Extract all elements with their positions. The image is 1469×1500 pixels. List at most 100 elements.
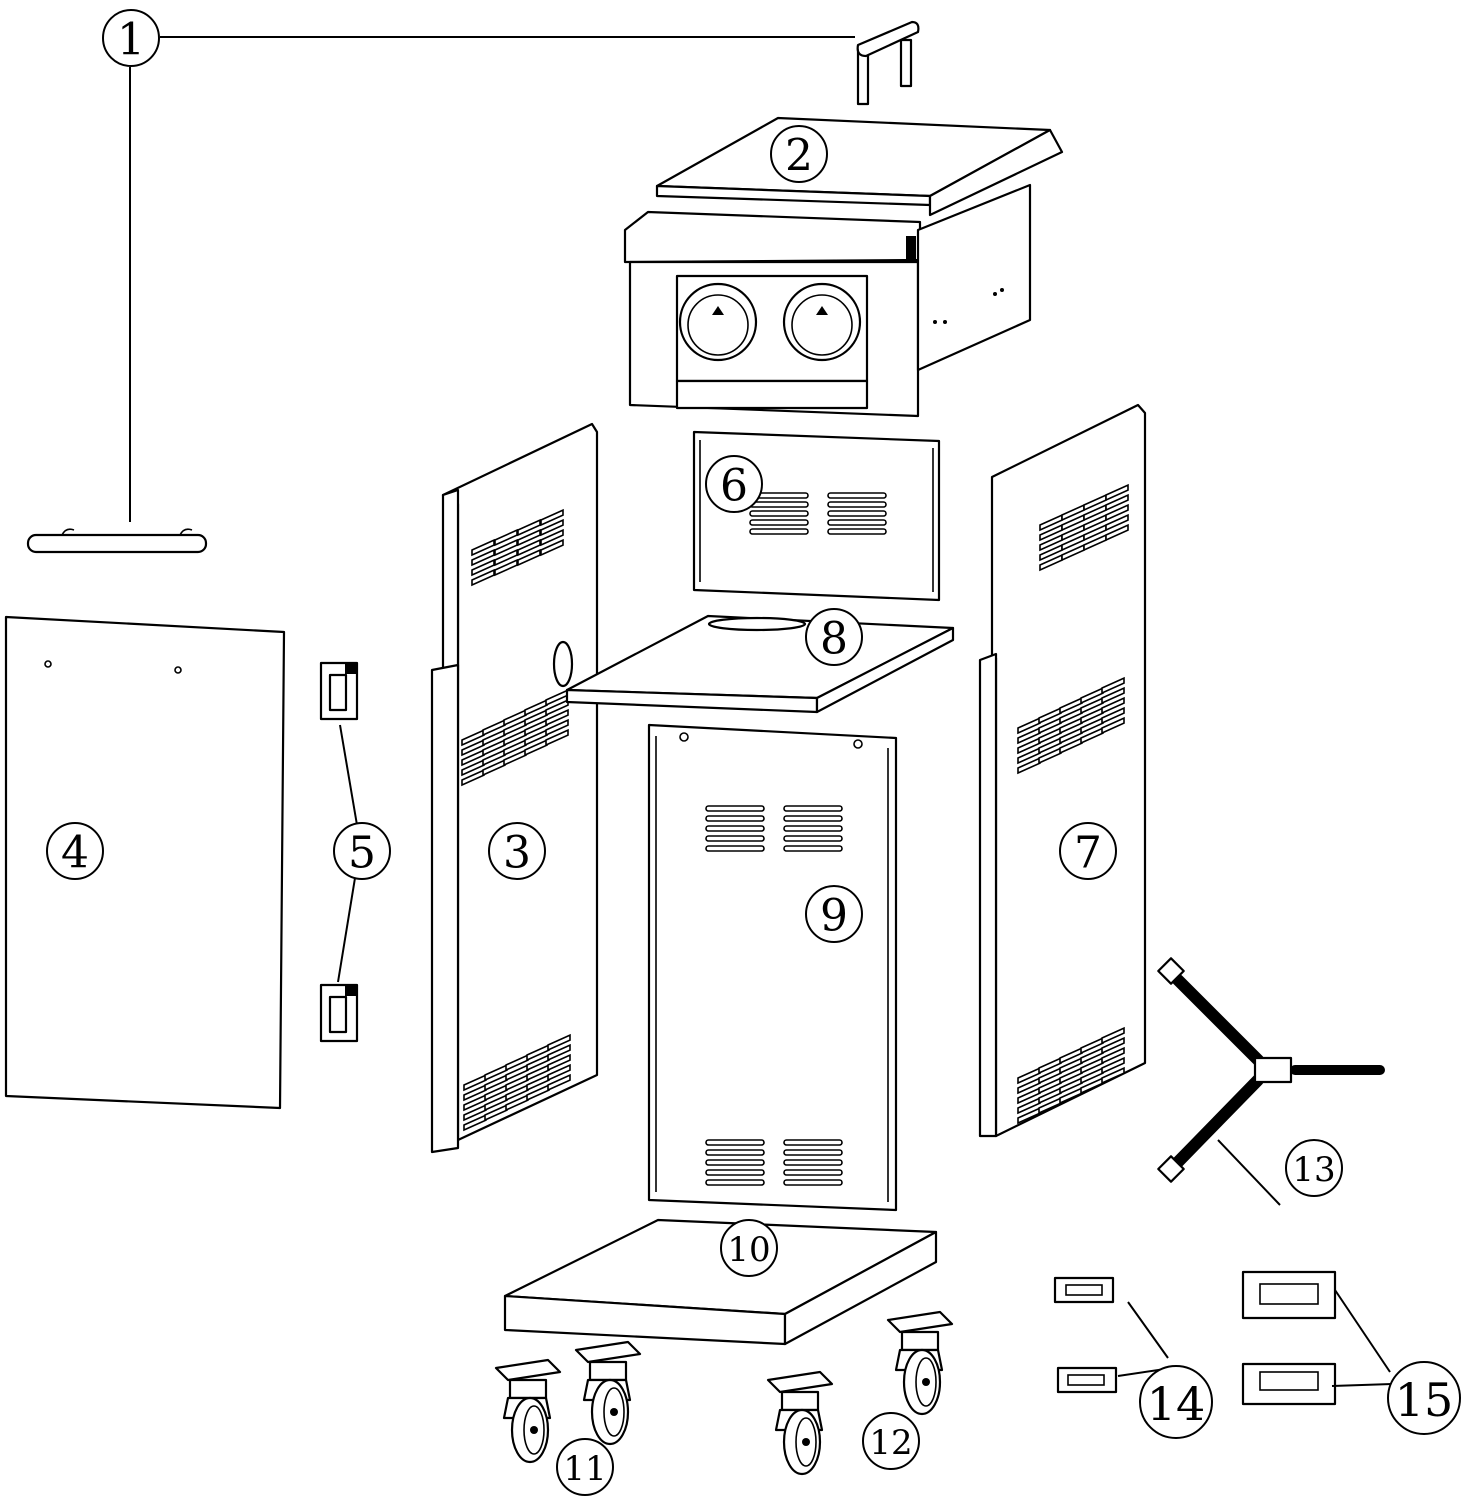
callout-5-text: 5 — [348, 828, 376, 879]
vent-slot — [783, 835, 843, 842]
vent-slot — [783, 1169, 843, 1176]
callout-1-text: 1 — [117, 15, 145, 66]
vent-slot — [1105, 523, 1129, 542]
callout-6: 6 — [705, 455, 763, 513]
vents-3 — [461, 508, 571, 1132]
door-handle — [26, 528, 208, 554]
vent-slot — [517, 518, 541, 537]
vent-slot — [783, 1149, 843, 1156]
vent-slot — [705, 815, 765, 822]
part-1-handles — [26, 20, 920, 554]
callout-15: 15 — [1387, 1361, 1461, 1435]
vent-slot — [705, 1159, 765, 1166]
vent-slot — [545, 708, 569, 727]
part-11-12-casters — [494, 1310, 954, 1476]
vent-slot — [749, 528, 809, 535]
vent-slot — [547, 1053, 571, 1072]
vent-slot — [749, 519, 809, 526]
vent-slot — [1105, 493, 1129, 512]
vent-slot — [545, 698, 569, 717]
callout-4-text: 4 — [61, 828, 89, 879]
vent-slot — [783, 1179, 843, 1186]
vent-slot — [783, 845, 843, 852]
vent-slot — [705, 825, 765, 832]
callout-2: 2 — [770, 125, 828, 183]
part-9-back-panel — [647, 723, 898, 1212]
vent-slot — [749, 501, 809, 508]
callout-2-text: 2 — [785, 131, 813, 182]
vent-slot — [547, 1043, 571, 1062]
vent-slot — [783, 815, 843, 822]
part-8-shelf — [565, 614, 955, 714]
vent-slot — [494, 528, 518, 547]
vent-slot — [547, 1033, 571, 1052]
callout-7-text: 7 — [1074, 828, 1102, 879]
vent-slot — [705, 835, 765, 842]
vents-9 — [705, 805, 843, 1186]
vent-slot — [545, 728, 569, 747]
vent-slot — [1105, 513, 1129, 532]
callout-12-text: 12 — [869, 1423, 912, 1463]
vent-slot — [1105, 483, 1129, 502]
callout-8: 8 — [805, 608, 863, 666]
vent-slot — [827, 501, 887, 508]
vent-slot — [827, 519, 887, 526]
vents-7 — [1017, 483, 1129, 1125]
vent-slot — [545, 718, 569, 737]
vent-slot — [705, 1169, 765, 1176]
vent-slot — [827, 492, 887, 499]
vent-slot — [517, 548, 541, 567]
vent-slot — [705, 1179, 765, 1186]
vent-slot — [471, 568, 495, 587]
part-10-base — [503, 1218, 938, 1346]
vent-slot — [471, 558, 495, 577]
callouts: 1 2 3 4 5 6 7 8 — [46, 9, 1461, 1496]
vent-slot — [827, 528, 887, 535]
vent-slot — [1101, 1026, 1125, 1045]
vent-slot — [1105, 503, 1129, 522]
callout-11-text: 11 — [563, 1449, 606, 1489]
callout-6-text: 6 — [720, 461, 748, 512]
hinge-bottom — [319, 983, 359, 1043]
vent-slot — [1101, 716, 1125, 735]
callout-8-text: 8 — [820, 614, 848, 665]
callout-14: 14 — [1139, 1365, 1213, 1439]
callout-5: 5 — [333, 822, 391, 880]
callout-7: 7 — [1059, 822, 1117, 880]
part-7-right-panel — [978, 403, 1147, 1138]
callout-3: 3 — [488, 822, 546, 880]
vents-6 — [749, 492, 887, 535]
caster — [886, 1310, 954, 1416]
part-5-hinges — [319, 661, 359, 1043]
vent-slot — [783, 1159, 843, 1166]
part-13-gas-hose — [1157, 957, 1385, 1206]
vent-slot — [471, 548, 495, 567]
vent-slot — [1101, 696, 1125, 715]
control-knob-left — [678, 282, 758, 362]
vent-slot — [547, 1073, 571, 1092]
callout-12: 12 — [862, 1412, 920, 1470]
caster — [574, 1340, 642, 1446]
vent-slot — [1101, 1036, 1125, 1055]
part-14-brackets — [1053, 1276, 1173, 1394]
part-4-door — [4, 615, 286, 1110]
callout-13-text: 13 — [1292, 1150, 1335, 1190]
vent-slot — [471, 538, 495, 557]
vent-slot — [1101, 1056, 1125, 1075]
vent-slot — [540, 508, 564, 527]
vent-slot — [783, 825, 843, 832]
callout-9-text: 9 — [820, 891, 848, 942]
part-15-brackets — [1241, 1270, 1393, 1406]
vent-slot — [494, 558, 518, 577]
callout-13: 13 — [1285, 1139, 1343, 1197]
hinge-top — [319, 661, 359, 721]
vent-slot — [494, 538, 518, 557]
vent-slot — [1101, 686, 1125, 705]
vent-slot — [540, 518, 564, 537]
vent-slot — [540, 528, 564, 547]
callout-15-text: 15 — [1395, 1373, 1454, 1427]
vent-slot — [783, 805, 843, 812]
callout-3-text: 3 — [503, 828, 531, 879]
vent-slot — [1101, 676, 1125, 695]
